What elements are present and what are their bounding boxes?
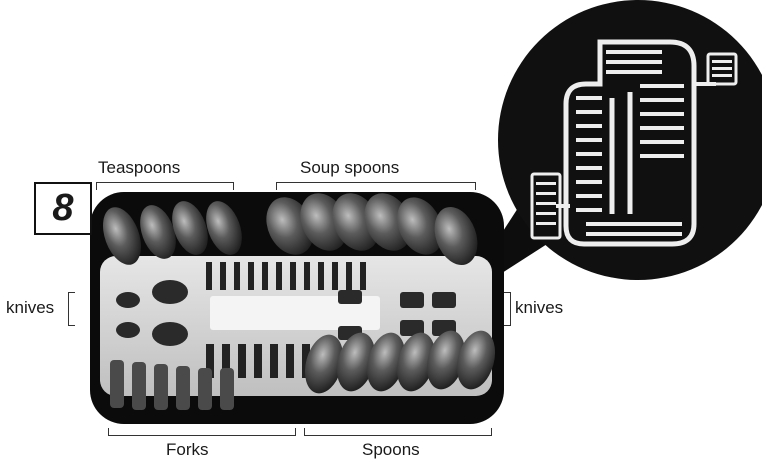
label-spoons: Spoons: [362, 440, 420, 460]
bracket-teaspoons: [96, 182, 234, 190]
label-knives-left: knives: [6, 298, 54, 318]
bracket-spoons: [304, 428, 492, 436]
label-soup-spoons: Soup spoons: [300, 158, 399, 178]
magnifier-callout: [498, 0, 762, 280]
bracket-forks: [108, 428, 296, 436]
bracket-soup-spoons: [276, 182, 476, 190]
bracket-knives-right: [504, 292, 511, 326]
label-forks: Forks: [166, 440, 209, 460]
bracket-knives-left: [68, 292, 75, 326]
label-knives-right: knives: [515, 298, 563, 318]
basket-photo: [90, 186, 504, 424]
step-number-badge: 8: [34, 182, 92, 235]
label-teaspoons: Teaspoons: [98, 158, 180, 178]
